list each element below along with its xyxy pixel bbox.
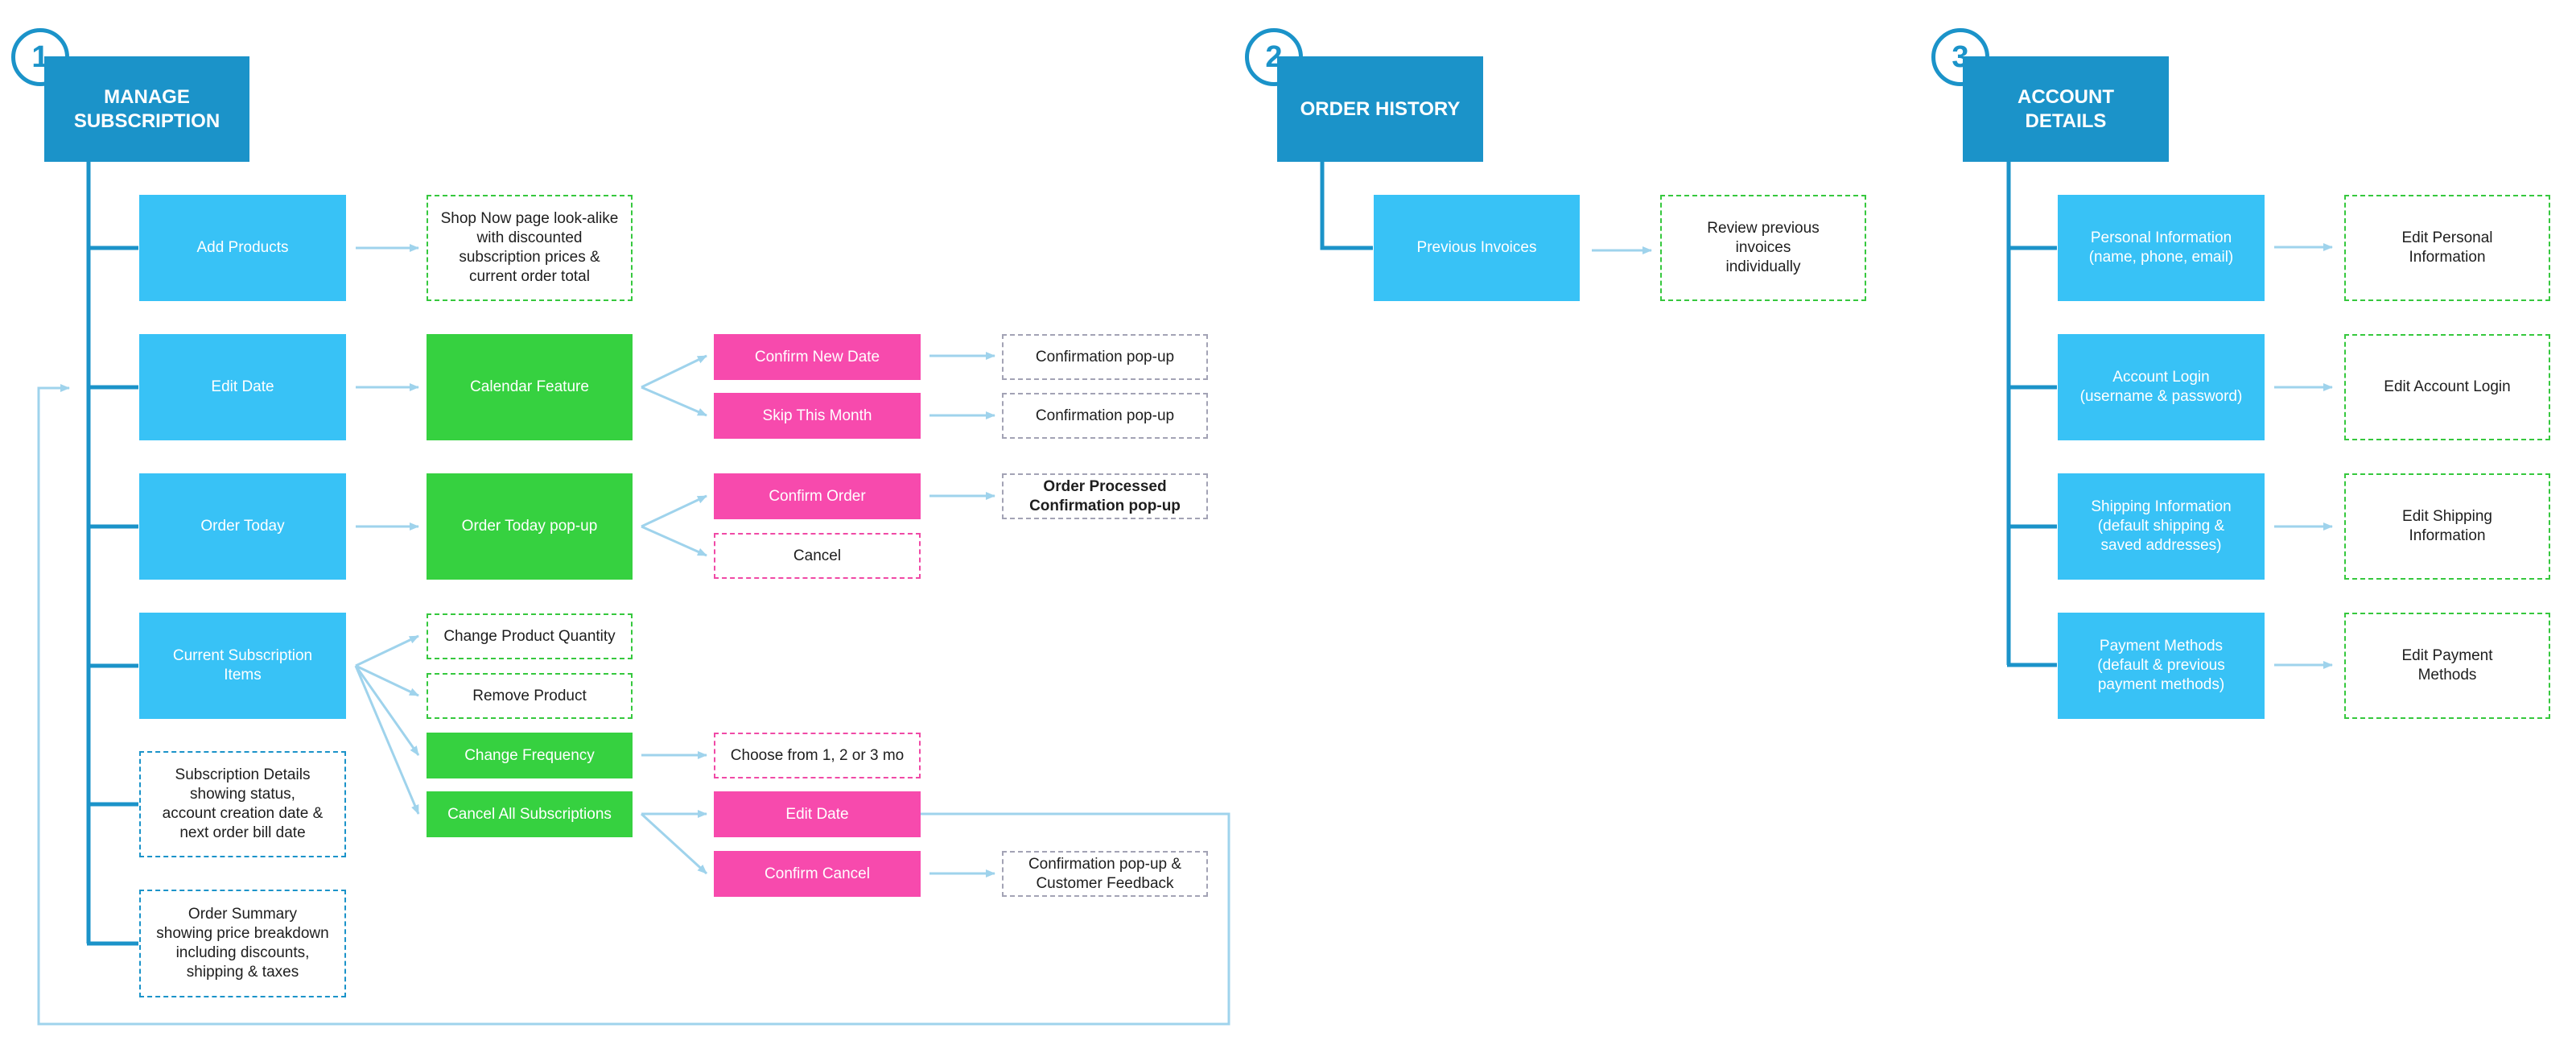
section-3-tree [2006,161,2057,667]
change-quantity-node[interactable]: Change Product Quantity [427,613,633,659]
section-2-title[interactable]: ORDER HISTORY [1277,56,1483,162]
order-today-popup-node[interactable]: Order Today pop-up [427,473,633,580]
edit-date-node[interactable]: Edit Date [139,334,346,440]
edit-payment-node[interactable]: Edit Payment Methods [2344,613,2550,719]
confirm-new-date-node[interactable]: Confirm New Date [714,334,921,380]
order-processed-node[interactable]: Order Processed Confirmation pop-up [1002,473,1208,519]
confirmation-feedback-node[interactable]: Confirmation pop-up & Customer Feedback [1002,851,1208,897]
subscription-details-node[interactable]: Subscription Details showing status, acc… [139,751,346,857]
shop-now-node[interactable]: Shop Now page look-alike with discounted… [427,195,633,301]
edit-date-cancel-node[interactable]: Edit Date [714,791,921,837]
confirm-order-node[interactable]: Confirm Order [714,473,921,519]
edit-personal-node[interactable]: Edit Personal Information [2344,195,2550,301]
payment-methods-node[interactable]: Payment Methods (default & previous paym… [2058,613,2265,719]
edit-login-node[interactable]: Edit Account Login [2344,334,2550,440]
remove-product-node[interactable]: Remove Product [427,673,633,719]
cancel-node[interactable]: Cancel [714,533,921,579]
confirmation-popup-date-node[interactable]: Confirmation pop-up [1002,334,1208,380]
add-products-node[interactable]: Add Products [139,195,346,301]
cancel-all-subscriptions-node[interactable]: Cancel All Subscriptions [427,791,633,837]
choose-frequency-node[interactable]: Choose from 1, 2 or 3 mo [714,733,921,778]
order-summary-node[interactable]: Order Summary showing price breakdown in… [139,890,346,997]
review-invoices-node[interactable]: Review previous invoices individually [1660,195,1866,301]
confirmation-popup-skip-node[interactable]: Confirmation pop-up [1002,393,1208,439]
flow-arrows [37,243,2333,1026]
skip-this-month-node[interactable]: Skip This Month [714,393,921,439]
personal-information-node[interactable]: Personal Information (name, phone, email… [2058,195,2265,301]
current-subscription-items-node[interactable]: Current Subscription Items [139,613,346,719]
section-3-title[interactable]: ACCOUNT DETAILS [1963,56,2169,162]
confirm-cancel-node[interactable]: Confirm Cancel [714,851,921,897]
previous-invoices-node[interactable]: Previous Invoices [1374,195,1580,301]
section-1-title[interactable]: MANAGE SUBSCRIPTION [44,56,249,162]
account-login-node[interactable]: Account Login (username & password) [2058,334,2265,440]
shipping-information-node[interactable]: Shipping Information (default shipping &… [2058,473,2265,580]
order-today-node[interactable]: Order Today [139,473,346,580]
edit-shipping-node[interactable]: Edit Shipping Information [2344,473,2550,580]
change-frequency-node[interactable]: Change Frequency [427,733,633,778]
section-2-tree [1320,161,1373,250]
calendar-feature-node[interactable]: Calendar Feature [427,334,633,440]
section-1-tree [86,161,138,946]
